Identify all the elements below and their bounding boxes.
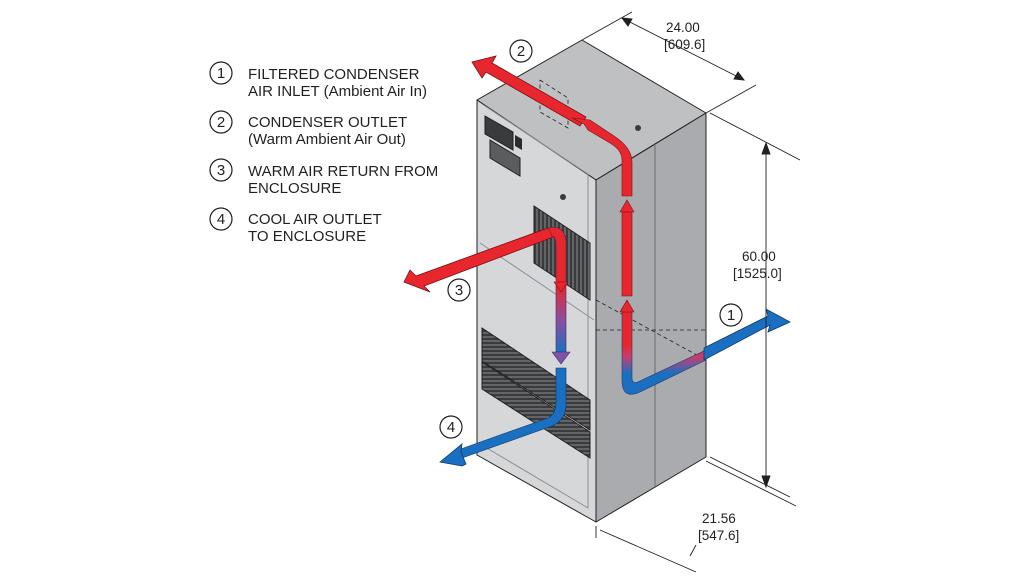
legend-label-line2: TO ENCLOSURE [248, 228, 366, 245]
legend-item-3: 3 WARM AIR RETURN FROM ENCLOSURE [209, 158, 438, 197]
legend-label-line2: ENCLOSURE [248, 180, 341, 197]
callout-number: 3 [455, 282, 463, 299]
depth-dimension-inches: 21.56 [702, 511, 736, 526]
legend-label-line1: COOL AIR OUTLET [248, 211, 382, 228]
depth-dimension-mm: [547.6] [698, 528, 739, 543]
controller-switch [515, 135, 522, 150]
controller-display [484, 115, 514, 151]
airflow-arrows [403, 55, 791, 467]
controller-keypad [489, 139, 521, 177]
legend-number: 3 [217, 162, 225, 179]
cabinet-right-face [595, 112, 707, 523]
return-down-arrow [551, 351, 571, 365]
legend-label-line2: AIR INLET (Ambient Air In) [248, 83, 427, 100]
dimension-lines [581, 11, 801, 573]
legend-item-4: 4 COOL AIR OUTLET TO ENCLOSURE [209, 207, 382, 245]
width-dimension-mm: [609.6] [664, 37, 705, 52]
callout-circle [447, 278, 471, 302]
legend: 1 FILTERED CONDENSER AIR INLET (Ambient … [209, 61, 438, 245]
legend-number: 2 [217, 114, 225, 131]
supply-air-grille-lower [481, 361, 591, 459]
condenser-up-arrow-upper [619, 199, 635, 213]
height-dimension-inches: 60.00 [742, 249, 776, 264]
cabinet-front-bevel [484, 105, 589, 509]
callout-circle [439, 415, 463, 439]
callouts: 1 2 3 4 [439, 39, 743, 439]
legend-number: 1 [217, 65, 225, 82]
callout-2: 2 [509, 39, 533, 63]
condenser-riser [621, 211, 633, 297]
legend-item-1: 1 FILTERED CONDENSER AIR INLET (Ambient … [209, 61, 427, 100]
height-dimension-mm: [1525.0] [733, 266, 782, 281]
lifting-eye-icon [635, 125, 641, 131]
dimension-labels: 24.00 [609.6] 60.00 [1525.0] 21.56 [547.… [664, 20, 782, 543]
callout-4: 4 [439, 415, 463, 439]
cabinet [476, 39, 707, 523]
callout-circle [719, 303, 743, 327]
condenser-inlet-arrow [703, 308, 791, 361]
callout-number: 2 [517, 43, 525, 60]
legend-label-line1: CONDENSER OUTLET [248, 114, 407, 131]
legend-number-circle [209, 158, 233, 182]
callout-3: 3 [447, 278, 471, 302]
legend-number-circle [209, 61, 233, 85]
legend-number-circle [209, 110, 233, 134]
cool-supply-arrow [439, 443, 467, 467]
legend-item-2: 2 CONDENSER OUTLET (Warm Ambient Air Out… [209, 110, 407, 148]
callout-number: 4 [447, 419, 455, 436]
return-down-arrow-upper [553, 281, 569, 293]
control-panel [484, 115, 641, 200]
callout-number: 1 [727, 307, 735, 324]
legend-label-line1: FILTERED CONDENSER [248, 66, 420, 83]
legend-number: 4 [217, 211, 225, 228]
width-dimension-inches: 24.00 [666, 20, 700, 35]
legend-number-circle [209, 207, 233, 231]
callout-circle [509, 39, 533, 63]
condenser-top-turn [571, 117, 633, 197]
latch-icon [560, 194, 566, 200]
callout-1: 1 [719, 303, 743, 327]
condenser-up-arrow-lower [619, 299, 635, 313]
legend-label-line1: WARM AIR RETURN FROM [248, 163, 438, 180]
legend-label-line2: (Warm Ambient Air Out) [248, 131, 406, 148]
